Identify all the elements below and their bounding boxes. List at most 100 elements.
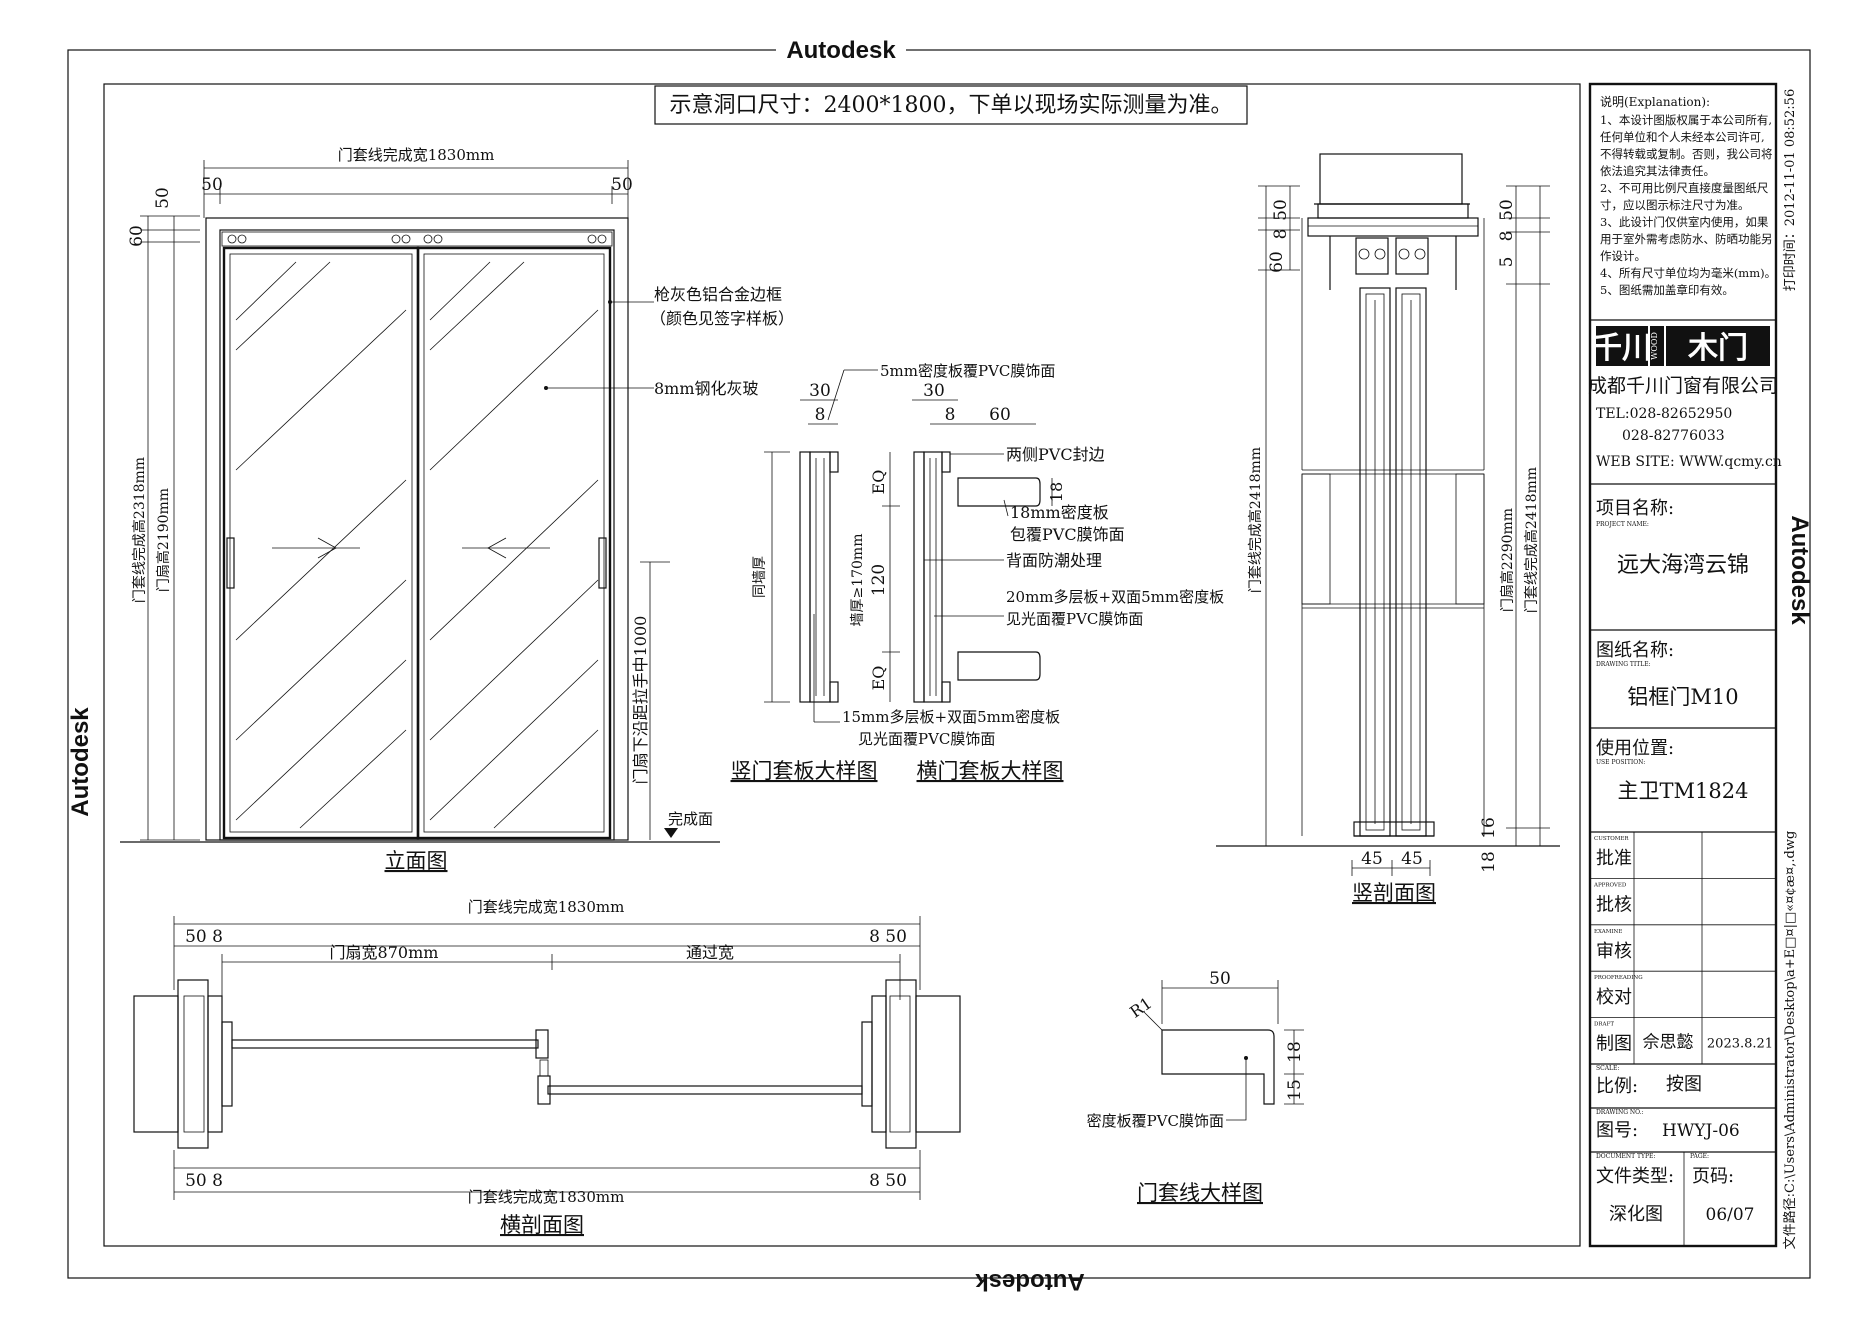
elev-handle-height: 门扇下沿距拉手中1000 [631,616,650,785]
vsec-d18: 18 [1479,851,1499,873]
casing-d18: 18 [1047,482,1066,502]
casing-ply15-1: 15mm多层板+双面5mm密度板 [842,708,1060,726]
note-bar: 示意洞口尺寸：2400*1800，下单以现场实际测量为准。 [670,93,1233,118]
tb-project-label-en: PROJECT NAME: [1596,521,1649,528]
casing-mdf18-1: 18mm密度板 [1010,503,1109,522]
title-block: 说明(Explanation): 1、本设计图版权属于本公司所有,任何单位和个人… [1588,82,1798,1250]
tb-row-label: 批核 [1596,894,1632,915]
cline-r1: R1 [1126,993,1155,1021]
horizontal-section: 门套线完成宽1830mm 50 8 8 50 门扇宽870mm 通过宽 50 [133,898,961,1237]
casing-wall-min: 墙厚≥170mm [850,533,866,626]
vsec-d16: 16 [1479,817,1499,839]
tb-explanation-line: 2、不可用比例尺直接度量图纸尺 [1600,181,1769,195]
tb-company: 成都千川门窗有限公司 [1588,375,1778,397]
casing-line-detail: 50 R1 18 15 密度板覆PVC膜饰面 门套线大样图 [1087,969,1305,1205]
hsec-leaf-width: 门扇宽870mm [330,943,439,962]
hsec-overall-bottom: 门套线完成宽1830mm [468,1188,625,1206]
elev-height-total: 门套线完成高2318mm [131,457,148,603]
casing-title-vertical: 竖门套板大样图 [731,759,878,783]
vsec-h-total-left: 门套线完成高2418mm [1247,447,1264,593]
vsec-d45b: 45 [1401,849,1423,869]
elev-callout-glass: 8mm钢化灰玻 [654,379,759,398]
tb-row-en: EXAMINE [1594,929,1622,935]
tb-explanation-line: 4、所有尺寸单位均为毫米(mm)。 [1600,266,1776,280]
tb-explanation-line: 任何单位和个人未经本公司许可, [1600,130,1765,144]
tb-explanation-line: 3、此设计门仅供室内使用，如果 [1600,215,1769,229]
elev-dim-50-right: 50 [611,175,633,195]
cline-d18: 18 [1285,1041,1305,1063]
tb-explanation-line: 5、图纸需加盖章印有效。 [1600,283,1734,297]
tb-position-label: 使用位置: [1596,738,1674,759]
cline-d15: 15 [1285,1079,1305,1101]
vertical-section: 50 8 60 门套线完成高2418mm 50 8 5 门扇高2290mm 门套… [1216,153,1560,905]
tb-logo-mid: WOOD [1650,332,1659,360]
elev-dim-50-left: 50 [201,175,223,195]
tb-explanation-line: 不得转载或复制。否则，我公司将 [1600,147,1773,161]
note-bar-box [654,85,1248,125]
tb-scale: 按图 [1666,1074,1702,1095]
tb-doc-type: 深化图 [1609,1204,1663,1225]
tb-position: 主卫TM1824 [1618,779,1749,803]
tb-drawing-no: HWYJ-06 [1662,1121,1740,1141]
tb-page-en: PAGE: [1690,1153,1709,1160]
casing-eq-bot: EQ [869,666,888,691]
vsec-h-leaf: 门扇高2290mm [1499,508,1516,612]
tb-explanation-line: 依法追究其法律责任。 [1600,164,1715,178]
watermark-top: Autodesk [786,37,896,64]
casing-ply20-2: 见光面覆PVC膜饰面 [1006,610,1143,628]
tb-drawing-label: 图纸名称: [1596,640,1674,661]
hsec-pass-width: 通过宽 [686,943,734,962]
casing-d120: 120 [869,564,889,596]
elev-height-leaf: 门扇高2190mm [155,488,172,592]
elev-callout-frame-1: 枪灰色铝合金边框 [654,285,782,304]
cline-note: 密度板覆PVC膜饰面 [1087,1112,1224,1130]
casing-wall-thickness: 同墙厚 [752,556,768,598]
tb-row-en: CUSTOMER [1594,836,1629,842]
tb-explanation-line: 寸，应以图示标注尺寸为准。 [1600,198,1750,212]
elev-callout-frame-2: （颜色见签字样板） [650,309,794,328]
tb-row-en: APPROVED [1593,882,1627,888]
casing-mdf18-2: 包覆PVC膜饰面 [1010,525,1125,544]
hsec-d50-8-left-top: 50 8 [185,927,223,947]
tb-scale-en: SCALE: [1596,1065,1619,1072]
tb-row-en: DRAFT [1594,1022,1614,1028]
elev-dim-60: 60 [127,225,147,247]
tb-drawing: 铝框门M10 [1627,685,1738,709]
watermark-left: Autodesk [67,707,94,817]
elev-title: 立面图 [385,849,448,873]
casing-d30b: 30 [923,381,945,401]
tb-drawing-no-label: 图号: [1596,1120,1638,1141]
tb-logo-right: 木门 [1687,331,1748,366]
vsec-d60l: 60 [1267,251,1287,273]
casing-title-horizontal: 横门套板大样图 [917,759,1064,783]
watermark-right: Autodesk [1786,515,1813,625]
tb-row-label: 审核 [1596,941,1632,962]
tb-file-path: 文件路径:C:\Users\Administrator\Desktop\a+E□… [1782,831,1798,1250]
tb-web: WEB SITE: WWW.qcmy.cn [1596,454,1782,470]
hsec-overall-top: 门套线完成宽1830mm [468,898,625,916]
tb-row-en: PROOFREADING [1594,975,1643,981]
elev-overall-width: 门套线完成宽1830mm [338,146,495,164]
vsec-d5r: 5 [1497,257,1517,268]
hsec-d50-8-left-bot: 50 8 [185,1171,223,1191]
elev-dim-50-top: 50 [153,187,173,209]
casing-top-note: 5mm密度板覆PVC膜饰面 [880,362,1055,380]
vsec-d8l: 8 [1271,229,1291,240]
hsec-d8-50-right-top: 8 50 [869,927,907,947]
tb-position-label-en: USE POSITION: [1596,759,1645,766]
casing-d8a: 8 [815,405,826,425]
tb-doc-type-en: DOCUMENT TYPE: [1596,1153,1655,1160]
tb-logo-left: 千川 [1592,331,1652,366]
casing-moisture: 背面防潮处理 [1006,551,1102,570]
outer-border [67,49,1811,1279]
tb-tel-1: TEL:028-82652950 [1596,406,1732,422]
tb-explanation-title: 说明(Explanation): [1600,94,1710,109]
watermark-bottom: Autodesk [975,1268,1085,1295]
casing-d8b: 8 [945,405,956,425]
cline-d50: 50 [1209,969,1231,989]
tb-explanation-line: 用于室外需考虑防水、防晒功能另 [1600,232,1773,246]
tb-explanation-line: 作设计。 [1600,249,1646,263]
tb-row-label: 批准 [1596,848,1632,869]
casing-pvc-edge: 两侧PVC封边 [1006,445,1105,464]
